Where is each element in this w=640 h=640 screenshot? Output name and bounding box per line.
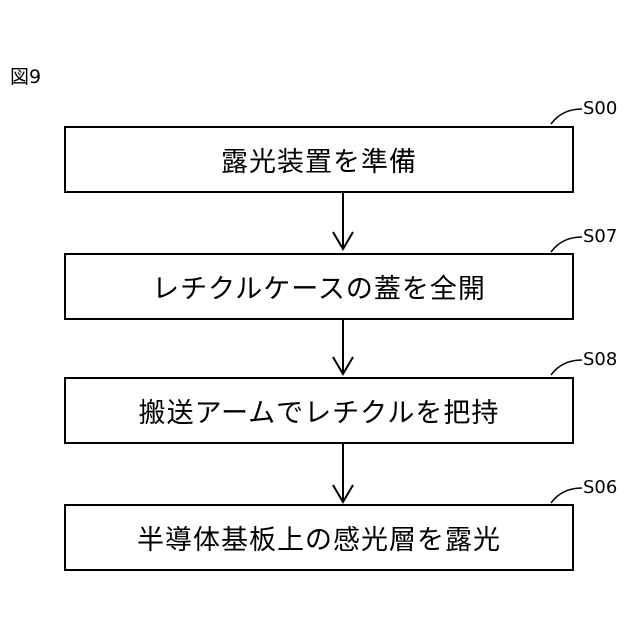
step-text: 搬送アームでレチクルを把持: [139, 391, 500, 430]
step-leader-s08: [551, 360, 582, 375]
flow-arrow-2: [333, 320, 353, 374]
step-box-open-case-lid: レチクルケースの蓋を全開: [64, 253, 574, 320]
flow-arrow-3: [333, 444, 353, 502]
step-id-s08: S08: [583, 351, 617, 369]
step-leader-s06: [551, 488, 582, 503]
step-id-s06: S06: [583, 479, 617, 497]
step-box-grip-reticle: 搬送アームでレチクルを把持: [64, 377, 574, 444]
step-text: 半導体基板上の感光層を露光: [137, 518, 501, 557]
step-id-s07: S07: [583, 228, 617, 246]
step-text: 露光装置を準備: [221, 140, 417, 179]
step-box-prepare-exposure: 露光装置を準備: [64, 126, 574, 193]
step-box-expose-photosensitive-layer: 半導体基板上の感光層を露光: [64, 504, 574, 571]
step-text: レチクルケースの蓋を全開: [152, 267, 486, 306]
step-leader-s00: [551, 109, 582, 124]
step-id-s00: S00: [583, 100, 617, 118]
flow-arrow-1: [333, 193, 353, 249]
step-leader-s07: [551, 237, 582, 252]
